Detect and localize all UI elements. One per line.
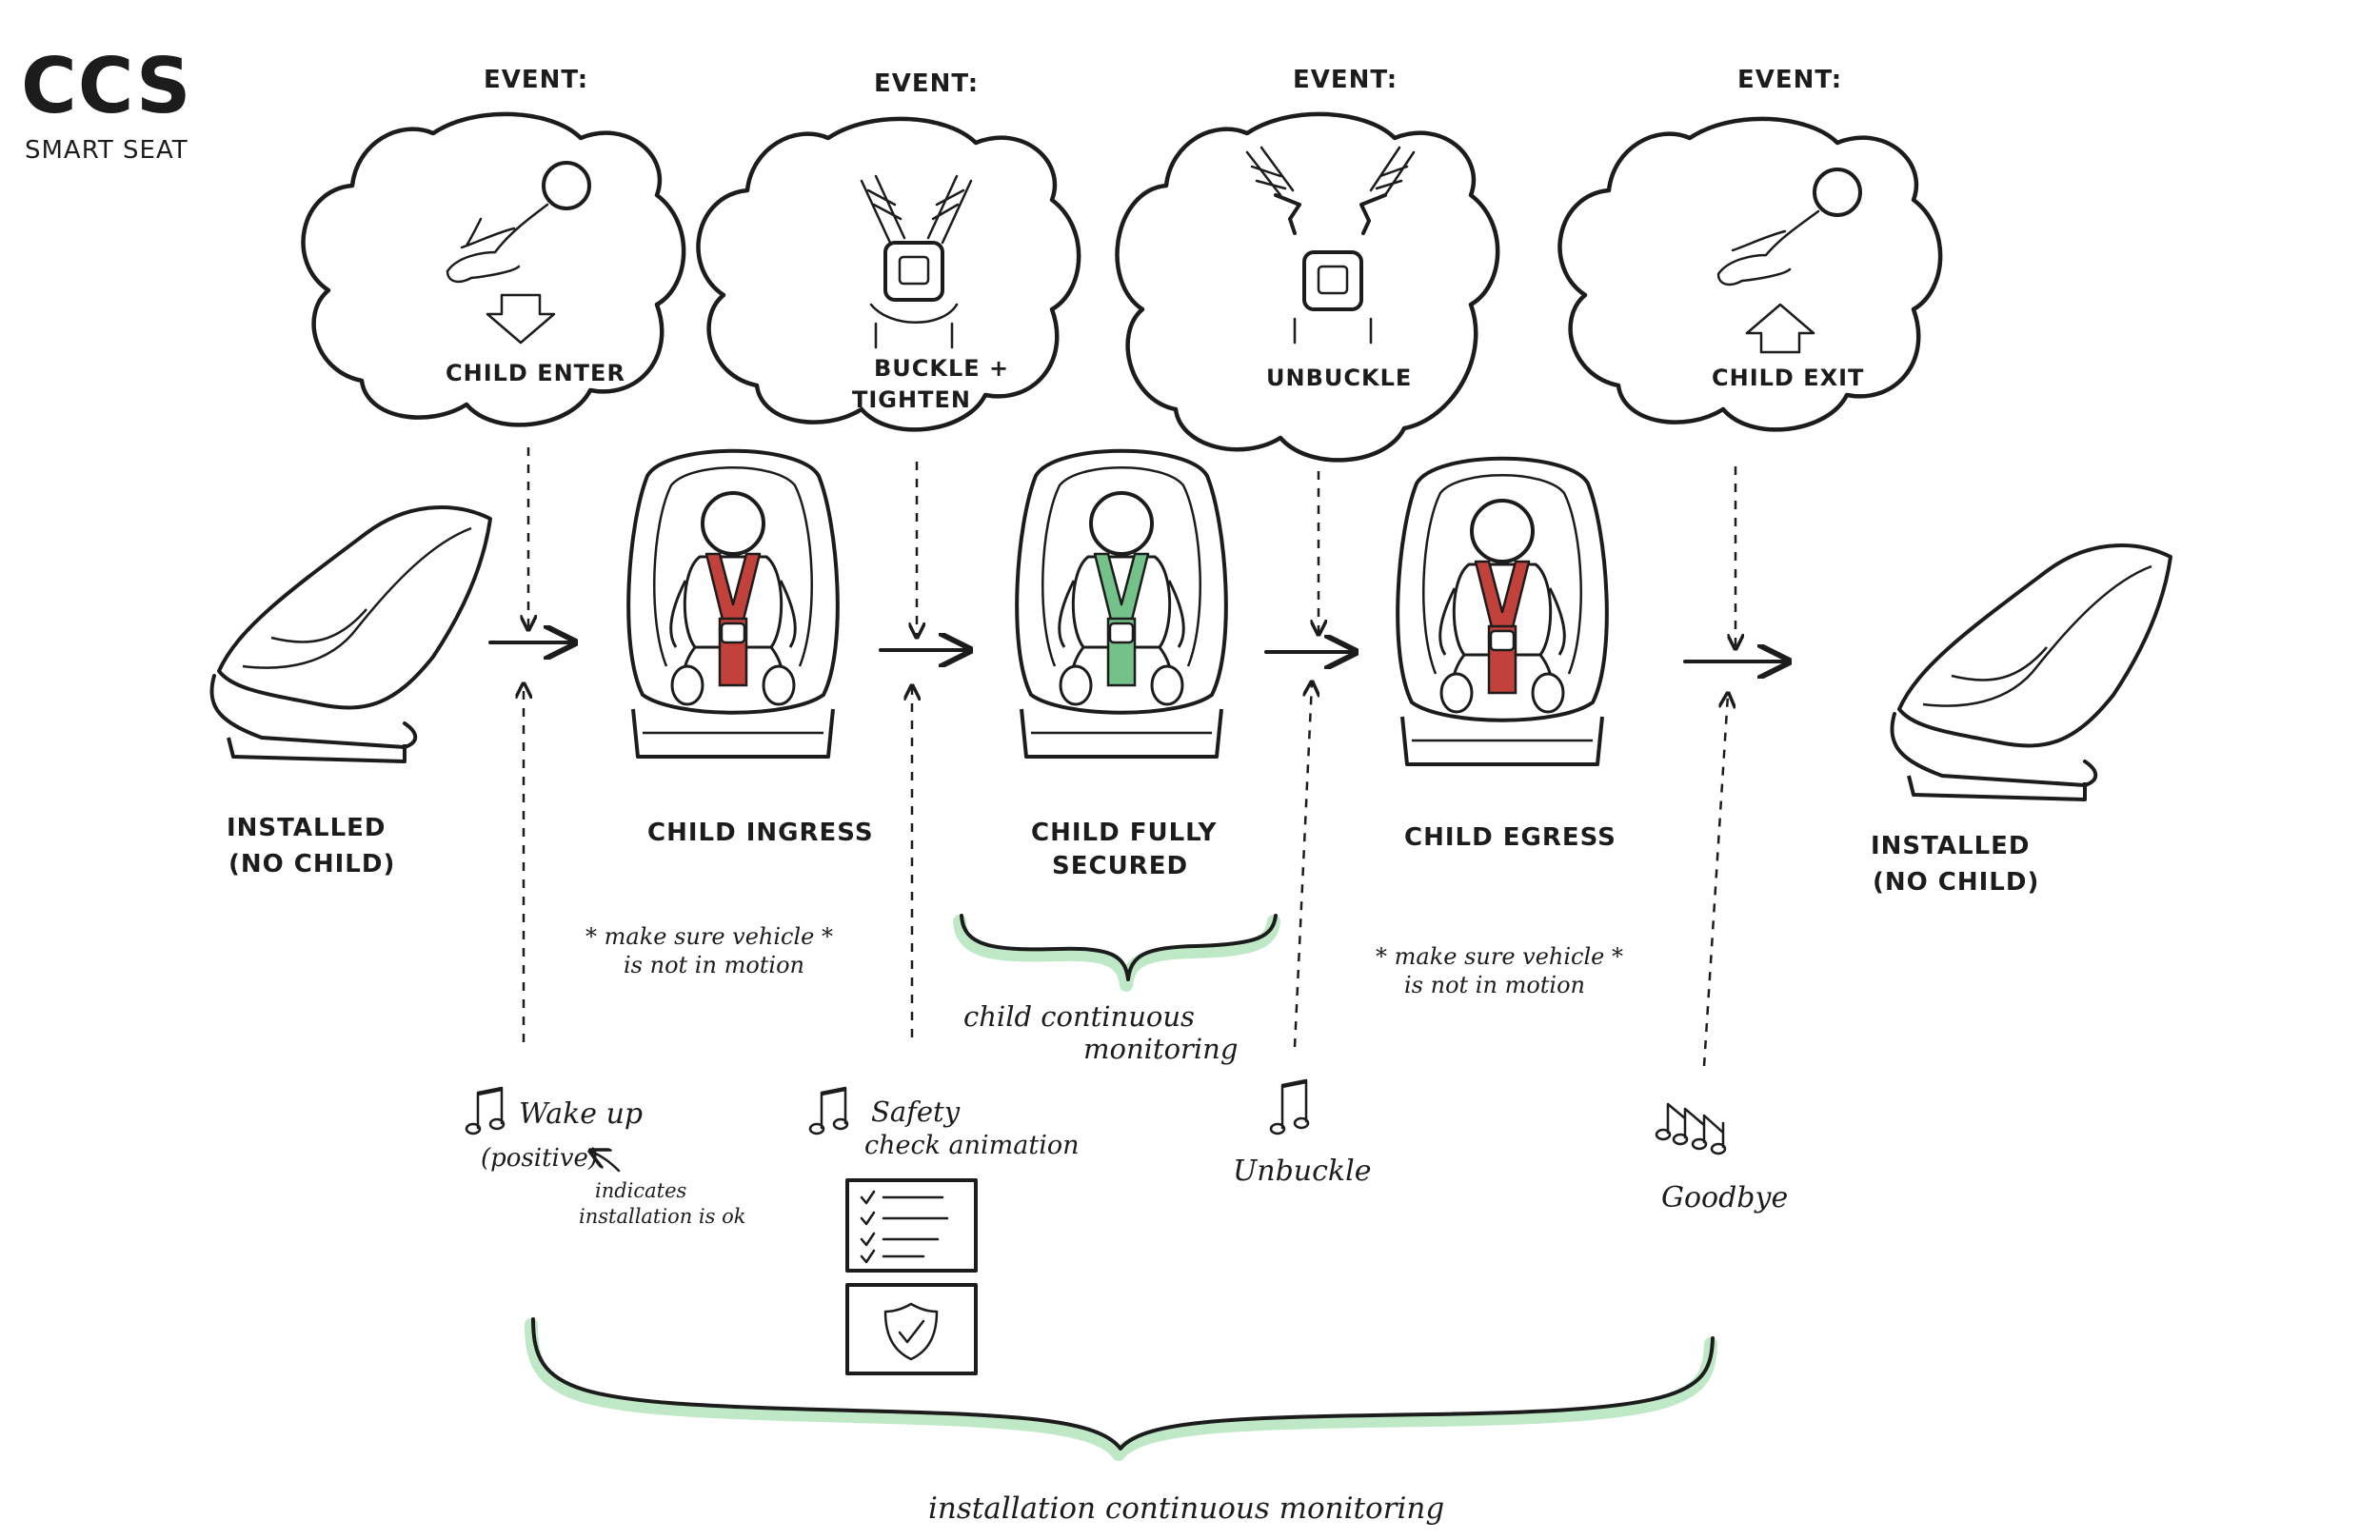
- event-caption: UNBUCKLE: [1266, 365, 1412, 391]
- sound-safety-check: Safety check animation: [808, 1086, 1080, 1375]
- sound-label-line-1: Wake up: [519, 1097, 643, 1131]
- occupied-seat-front-view: [1396, 456, 1609, 766]
- annotation-line-2: installation is ok: [579, 1205, 745, 1228]
- music-note-icon: [1269, 1078, 1310, 1135]
- event-child-exit: EVENT: CHILD EXIT: [1557, 66, 1943, 432]
- state-labels: INSTALLED (NO CHILD) CHILD INGRESS CHILD…: [227, 814, 2039, 897]
- state-label-line-1: CHILD EGRESS: [1404, 823, 1616, 852]
- note-line-2: is not in motion: [1404, 972, 1585, 998]
- shield-check-screen-icon: [845, 1283, 978, 1375]
- empty-seat-side-view: [209, 505, 492, 763]
- occupied-seat-front-view: [626, 448, 840, 759]
- event-caption: CHILD EXIT: [1712, 365, 1864, 391]
- occupied-seat-front-view: [1015, 448, 1228, 759]
- state-label-line-1: CHILD INGRESS: [647, 819, 874, 847]
- checklist-screen-icon: [845, 1178, 978, 1273]
- music-notes-icon: [1655, 1102, 1727, 1155]
- state-label-line-2: (NO CHILD): [228, 850, 395, 879]
- title-block: CCS SMART SEAT: [21, 42, 192, 165]
- brace-label-line-1: child continuous: [963, 1000, 1195, 1033]
- note-line-1: * make sure vehicle *: [1376, 943, 1623, 970]
- event-buckle-tighten: EVENT: BUCKLE + TIGHTEN: [696, 69, 1081, 432]
- event-label: EVENT:: [484, 66, 588, 94]
- sound-label: Goodbye: [1661, 1181, 1788, 1214]
- state-label-line-1: INSTALLED: [227, 814, 386, 842]
- child-monitoring-brace: child continuous monitoring: [953, 914, 1280, 1065]
- music-note-icon: [465, 1086, 506, 1135]
- state-label-line-2: SECURED: [1052, 852, 1188, 880]
- music-note-icon: [808, 1086, 849, 1135]
- child-up-arrow-icon: [1716, 168, 1862, 354]
- sound-label: Unbuckle: [1233, 1155, 1371, 1188]
- state-arrows: [488, 642, 1785, 661]
- event-label: EVENT:: [1293, 66, 1398, 94]
- note-line-2: is not in motion: [624, 952, 804, 978]
- state-label-line-2: (NO CHILD): [1873, 868, 2039, 897]
- child-down-arrow-icon: [446, 161, 591, 345]
- motion-notes: * make sure vehicle * is not in motion *…: [585, 923, 1623, 998]
- event-caption-line-1: BUCKLE +: [874, 355, 1009, 382]
- state-label-line-1: CHILD FULLY: [1031, 819, 1218, 847]
- installation-monitoring-brace: installation continuous monitoring: [525, 1317, 1717, 1526]
- empty-seat-side-view: [1890, 543, 2172, 801]
- buckle-icon: [860, 174, 973, 349]
- title-main: CCS: [21, 42, 192, 130]
- thought-cloud: [1115, 111, 1500, 463]
- brace-label: installation continuous monitoring: [928, 1491, 1444, 1526]
- note-line-1: * make sure vehicle *: [585, 923, 833, 950]
- event-unbuckle: EVENT: UNBUCKLE: [1115, 66, 1500, 463]
- thought-cloud: [696, 116, 1081, 432]
- sound-label-line-2: (positive): [481, 1144, 598, 1173]
- event-label: EVENT:: [1737, 66, 1842, 94]
- event-caption-line-2: TIGHTEN: [852, 386, 971, 413]
- title-sub: SMART SEAT: [25, 136, 188, 165]
- state-label-line-1: INSTALLED: [1871, 832, 2030, 860]
- sound-label-line-1: Safety: [871, 1096, 961, 1128]
- event-caption: CHILD ENTER: [446, 360, 625, 386]
- seat-sketches: [209, 448, 2172, 801]
- brace-label-line-2: monitoring: [1083, 1033, 1238, 1065]
- sound-label-line-2: check animation: [864, 1131, 1080, 1160]
- unbuckle-icon: [1245, 146, 1416, 345]
- sound-goodbye: Goodbye: [1655, 1102, 1788, 1214]
- event-child-enter: EVENT: CHILD ENTER: [301, 66, 686, 427]
- event-label: EVENT:: [874, 69, 979, 98]
- thought-cloud: [1557, 116, 1943, 432]
- annotation-line-1: indicates: [595, 1179, 687, 1202]
- event-connectors: [524, 447, 1735, 1067]
- sound-unbuckle: Unbuckle: [1233, 1078, 1371, 1188]
- sound-wake-up: Wake up (positive) indicates installatio…: [465, 1086, 745, 1228]
